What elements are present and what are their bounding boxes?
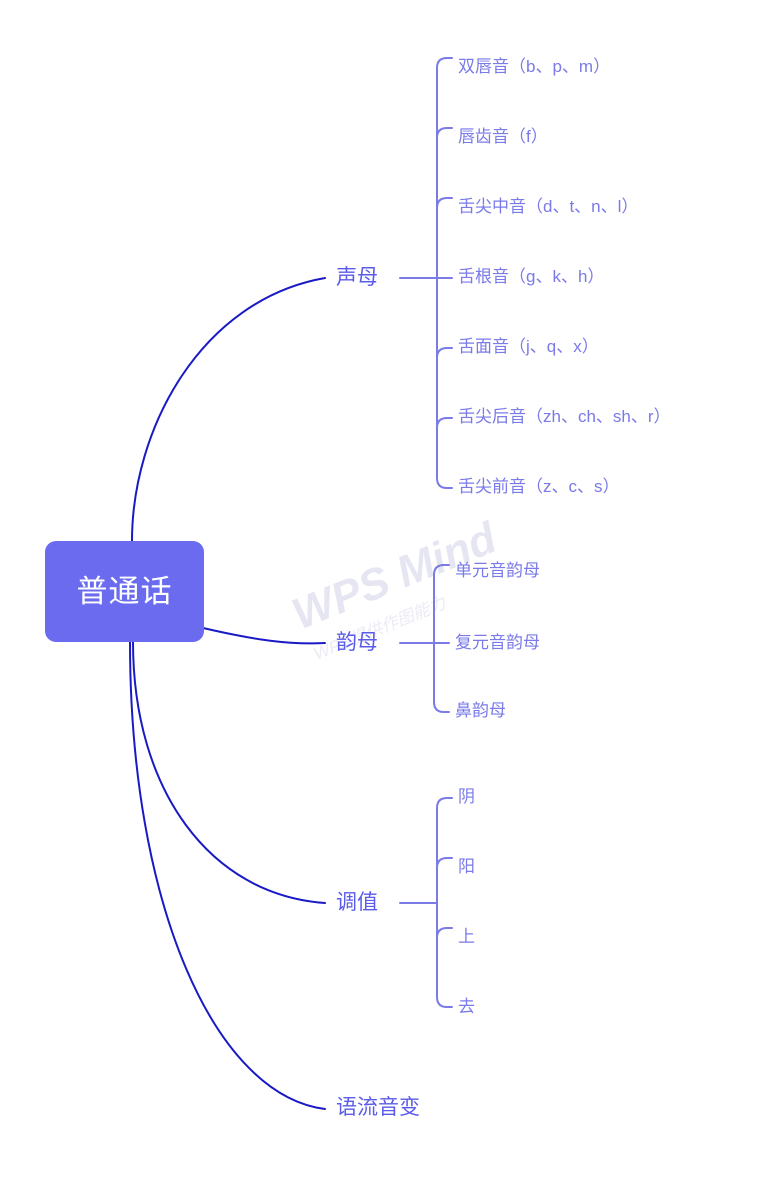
edge-root-to-shengmu — [131, 277, 326, 542]
watermark-sub-text: WPS提供作图能力 — [311, 593, 450, 664]
leaf-label-text: 舌根音（g、k、h） — [458, 267, 605, 286]
root-node-label: 普通话 — [76, 574, 173, 609]
leaf-node-yin[interactable]: 阴 — [458, 788, 475, 805]
branch-node-yunmu[interactable]: 韵母 — [336, 632, 378, 653]
tick-shengmu-2 — [436, 127, 453, 139]
bracket-diaozhi-cap-top — [436, 797, 453, 809]
leaf-label-text: 舌尖前音（z、c、s） — [458, 477, 620, 496]
leaf-node-qu[interactable]: 去 — [458, 998, 475, 1015]
tick-shengmu-3 — [436, 197, 453, 209]
branch-label-text: 调值 — [336, 891, 378, 914]
edge-root-to-diaozhi — [132, 641, 326, 904]
leaf-label-text: 阳 — [458, 857, 475, 876]
bracket-yunmu-cap-bottom — [433, 701, 450, 713]
leaf-node-shang[interactable]: 上 — [458, 928, 475, 945]
bracket-shengmu-cap-bottom — [436, 477, 453, 489]
root-node[interactable]: 普通话 — [45, 541, 204, 642]
leaf-label-text: 双唇音（b、p、m） — [458, 57, 611, 76]
leaf-node-shemianyin[interactable]: 舌面音（j、q、x） — [458, 338, 599, 355]
leaf-node-shegenyin[interactable]: 舌根音（g、k、h） — [458, 268, 604, 285]
leaf-label-text: 唇齿音（f） — [458, 127, 548, 146]
tick-shengmu-5 — [436, 347, 453, 359]
branch-label-text: 声母 — [336, 266, 378, 289]
leaf-label-text: 鼻韵母 — [455, 701, 506, 720]
leaf-node-biyunmu[interactable]: 鼻韵母 — [455, 702, 506, 719]
edge-root-to-yunmu — [202, 627, 326, 645]
branch-label-text: 语流音变 — [336, 1096, 420, 1119]
leaf-label-text: 单元音韵母 — [455, 561, 540, 580]
leaf-label-text: 舌尖中音（d、t、n、l） — [458, 197, 639, 216]
leaf-node-shejianhouyin[interactable]: 舌尖后音（zh、ch、sh、r） — [458, 408, 671, 425]
leaf-node-fuyuanyinyunmu[interactable]: 复元音韵母 — [455, 634, 540, 651]
branch-node-yuliuyinbian[interactable]: 语流音变 — [336, 1097, 420, 1118]
branch-node-shengmu[interactable]: 声母 — [336, 267, 378, 288]
leaf-node-yang[interactable]: 阳 — [458, 858, 475, 875]
tick-shengmu-6 — [436, 417, 453, 429]
leaf-node-chunchiyin[interactable]: 唇齿音（f） — [458, 128, 548, 145]
branch-label-text: 韵母 — [336, 631, 378, 654]
bracket-shengmu-cap-top — [436, 57, 453, 69]
leaf-node-shejianzhongyin[interactable]: 舌尖中音（d、t、n、l） — [458, 198, 638, 215]
bracket-yunmu-cap-top — [433, 564, 450, 576]
leaf-label-text: 舌面音（j、q、x） — [458, 337, 599, 356]
leaf-node-shuangchunyin[interactable]: 双唇音（b、p、m） — [458, 58, 610, 75]
leaf-label-text: 舌尖后音（zh、ch、sh、r） — [458, 407, 671, 426]
leaf-node-danyuanyinyunmu[interactable]: 单元音韵母 — [455, 562, 540, 579]
leaf-label-text: 阴 — [458, 787, 475, 806]
edge-root-to-yuliuyinbian — [129, 641, 326, 1110]
tick-diaozhi-2 — [436, 857, 453, 869]
tick-diaozhi-3 — [436, 927, 453, 939]
leaf-label-text: 去 — [458, 997, 475, 1016]
branch-node-diaozhi[interactable]: 调值 — [336, 892, 378, 913]
leaf-node-shejianqianyin[interactable]: 舌尖前音（z、c、s） — [458, 478, 620, 495]
leaf-label-text: 上 — [458, 927, 475, 946]
bracket-diaozhi-cap-bottom — [436, 996, 453, 1008]
leaf-label-text: 复元音韵母 — [455, 633, 540, 652]
